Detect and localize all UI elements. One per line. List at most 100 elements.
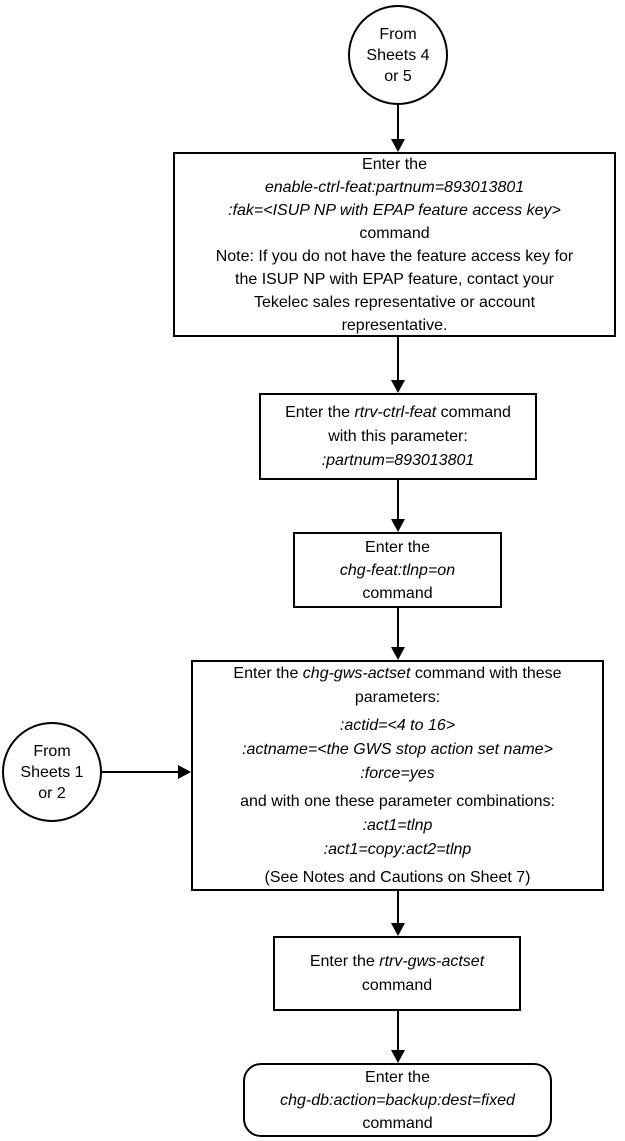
plain-text: (See Notes and Cautions on Sheet 7): [264, 868, 531, 886]
command-text: :partnum=893013801: [321, 451, 475, 469]
plain-text: with this parameter:: [328, 427, 468, 445]
plain-text: command with these: [410, 664, 562, 682]
text-line: From: [33, 741, 70, 762]
arrow-shaft: [397, 608, 399, 647]
process-box-enable-ctrl-feat: Enter the enable-ctrl-feat:partnum=893013…: [173, 152, 616, 337]
plain-text: Enter the: [365, 538, 430, 556]
command-text: :act1=tlnp: [362, 816, 433, 834]
plain-text: or 2: [38, 784, 66, 802]
text-line: Sheets 4: [366, 45, 429, 66]
command-text: :force=yes: [360, 764, 435, 782]
text-line: or 2: [38, 783, 66, 804]
arrow-shaft: [397, 891, 399, 923]
plain-text: Enter the: [309, 952, 380, 970]
arrow-down-head-icon: [391, 1050, 405, 1063]
text-line: the ISUP NP with EPAP feature, contact y…: [235, 268, 554, 291]
plain-text: command: [436, 403, 511, 421]
text-line: chg-feat:tlnp=on: [340, 559, 455, 582]
plain-text: From: [379, 25, 417, 43]
arrow-start-to-enable: [391, 105, 405, 152]
text-line: and with one these parameter combination…: [240, 790, 555, 814]
command-text: enable-ctrl-feat:partnum=893013801: [264, 178, 525, 196]
plain-text: command: [359, 224, 430, 242]
text-line: Sheets 1: [20, 762, 83, 783]
text-line: Enter the: [365, 536, 430, 559]
arrow-shaft: [397, 337, 399, 380]
text-line: :actid=<4 to 16>: [340, 714, 455, 738]
plain-text: Sheets 4: [366, 46, 430, 64]
plain-text: From: [33, 742, 71, 760]
text-line: command: [359, 222, 429, 245]
arrow-rtrv-gws-to-chg-db: [391, 1011, 405, 1063]
text-line: enable-ctrl-feat:partnum=893013801: [265, 176, 524, 199]
arrow-right-head-icon: [178, 765, 191, 779]
plain-text: command: [362, 1114, 433, 1132]
arrow-down-head-icon: [391, 519, 405, 532]
text-line: :act1=copy:act2=tlnp: [324, 838, 472, 862]
plain-text: Enter the: [362, 155, 427, 173]
text-line: From: [379, 24, 416, 45]
arrow-shaft: [397, 480, 399, 519]
text-line: Tekelec sales representative or account: [254, 291, 535, 314]
plain-text: representative.: [341, 316, 448, 334]
text-line: :partnum=893013801: [322, 449, 475, 473]
arrow-down-head-icon: [391, 139, 405, 152]
arrow-shaft: [397, 1011, 399, 1050]
command-text: :act1=copy:act2=tlnp: [323, 840, 472, 858]
text-line: Enter the rtrv-ctrl-feat command: [285, 401, 511, 425]
arrow-shaft: [397, 105, 399, 139]
text-line: representative.: [342, 314, 448, 337]
command-text: chg-db:action=backup:dest=fixed: [280, 1091, 515, 1109]
text-line: :actname=<the GWS stop action set name>: [242, 738, 553, 762]
terminal-box-chg-db-backup: Enter the chg-db:action=backup:dest=fixed…: [243, 1063, 552, 1137]
text-line: Enter the rtrv-gws-actset: [310, 950, 484, 974]
text-line: command: [362, 1112, 432, 1135]
text-line: Note: If you do not have the feature acc…: [216, 245, 574, 268]
process-box-rtrv-ctrl-feat: Enter the rtrv-ctrl-feat command with thi…: [259, 393, 537, 480]
text-line: :fak=<ISUP NP with EPAP feature access k…: [228, 199, 561, 222]
command-text: chg-gws-actset: [302, 664, 411, 682]
plain-text: parameters:: [354, 688, 441, 706]
plain-text: Enter the: [285, 403, 355, 421]
arrow-sheets12-to-chg-gws: [102, 765, 191, 779]
text-line: Enter the: [365, 1066, 430, 1089]
arrow-down-head-icon: [391, 380, 405, 393]
command-text: :fak=<ISUP NP with EPAP feature access k…: [228, 201, 561, 219]
plain-text: command: [361, 976, 433, 994]
text-line: parameters:: [355, 686, 440, 710]
command-text: rtrv-ctrl-feat: [354, 403, 437, 421]
text-line: command: [362, 974, 432, 998]
arrow-chg-gws-to-rtrv-gws: [391, 891, 405, 936]
text-line: command: [362, 582, 432, 605]
plain-text: Tekelec sales representative or account: [253, 293, 536, 311]
command-text: chg-feat:tlnp=on: [339, 561, 456, 579]
plain-text: Note: If you do not have the feature acc…: [215, 247, 574, 265]
command-text: :actname=<the GWS stop action set name>: [242, 740, 553, 758]
text-line: :force=yes: [360, 762, 434, 786]
plain-text: Enter the: [365, 1068, 430, 1086]
text-line: :act1=tlnp: [363, 814, 433, 838]
text-line: Enter the chg-gws-actset command with th…: [233, 662, 561, 686]
text-line: or 5: [384, 66, 412, 87]
plain-text: command: [362, 584, 433, 602]
text-line: Enter the: [362, 153, 427, 176]
arrow-down-head-icon: [391, 647, 405, 660]
plain-text: and with one these parameter combination…: [240, 792, 555, 810]
arrow-chg-feat-to-chg-gws: [391, 608, 405, 660]
process-box-rtrv-gws-actset: Enter the rtrv-gws-actset command: [273, 936, 521, 1011]
arrow-rtrv-ctrl-to-chg-feat: [391, 480, 405, 532]
text-line: with this parameter:: [328, 425, 468, 449]
process-box-chg-feat-tlnp: Enter the chg-feat:tlnp=on command: [293, 532, 502, 608]
plain-text: the ISUP NP with EPAP feature, contact y…: [235, 270, 554, 288]
text-line: chg-db:action=backup:dest=fixed: [280, 1089, 515, 1112]
plain-text: Sheets 1: [20, 763, 84, 781]
command-text: :actid=<4 to 16>: [339, 716, 456, 734]
plain-text: or 5: [384, 67, 412, 85]
arrow-down-head-icon: [391, 923, 405, 936]
arrow-shaft: [102, 771, 178, 773]
plain-text: Enter the: [233, 664, 303, 682]
text-line: (See Notes and Cautions on Sheet 7): [265, 866, 531, 890]
arrow-enable-to-rtrv-ctrl: [391, 337, 405, 393]
